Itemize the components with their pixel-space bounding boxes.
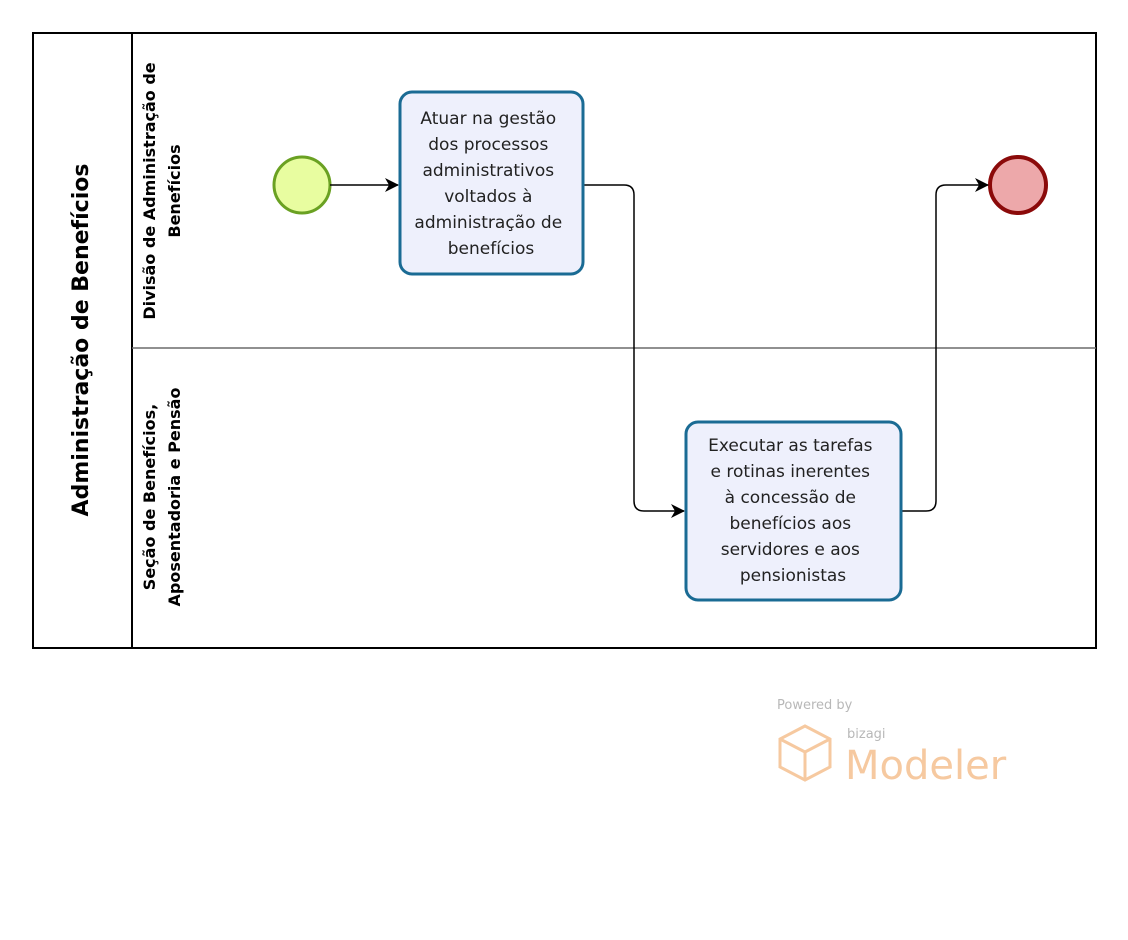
task-text-line: voltados à — [444, 187, 532, 207]
task-text-line: dos processos — [428, 135, 548, 155]
task-text-line: à concessão de — [725, 488, 856, 508]
watermark-product: Modeler — [845, 743, 1007, 789]
end-event[interactable] — [988, 155, 1048, 215]
task-text: Atuar na gestão dos processos administra… — [414, 109, 567, 259]
task-text-line: administração de — [414, 213, 562, 233]
pool-title: Administração de Benefícios — [69, 164, 94, 517]
task-executar-tarefas[interactable]: Executar as tarefas e rotinas inerentes … — [684, 420, 903, 602]
lane-title-line: Divisão de Administração de — [140, 62, 159, 319]
watermark-brand: bizagi — [847, 727, 886, 742]
flow-task2-to-end[interactable] — [902, 178, 989, 512]
lane-title-line: Aposentadoria e Pensão — [165, 388, 184, 607]
task-text-line: servidores e aos — [721, 540, 860, 560]
start-event[interactable] — [272, 155, 332, 215]
task-text-line: Atuar na gestão — [420, 109, 556, 129]
task-box[interactable] — [398, 90, 585, 276]
task-text-line: e rotinas inerentes — [711, 462, 871, 482]
lane-title-line: Benefícios — [165, 144, 184, 237]
flow-task1-to-task2[interactable] — [583, 184, 685, 518]
lane-title-line: Seção de Benefícios, — [140, 404, 159, 590]
task-text-line: Executar as tarefas — [708, 436, 873, 456]
task-box[interactable] — [684, 420, 903, 602]
watermark: Powered by bizagi Modeler — [777, 698, 1007, 789]
task-text-line: benefícios aos — [729, 514, 851, 534]
watermark-powered-by: Powered by — [777, 698, 853, 713]
lane-title-secao: Seção de Benefícios, Aposentadoria e Pen… — [140, 388, 184, 607]
task-text-line: benefícios — [448, 239, 535, 259]
task-text-line: administrativos — [422, 161, 554, 181]
task-gestao-processos[interactable]: Atuar na gestão dos processos administra… — [398, 90, 585, 276]
task-text: Executar as tarefas e rotinas inerentes … — [708, 436, 878, 586]
bizagi-logo-icon — [778, 724, 832, 782]
lane-title-divisao: Divisão de Administração de Benefícios — [140, 62, 184, 319]
task-text-line: pensionistas — [740, 566, 846, 586]
